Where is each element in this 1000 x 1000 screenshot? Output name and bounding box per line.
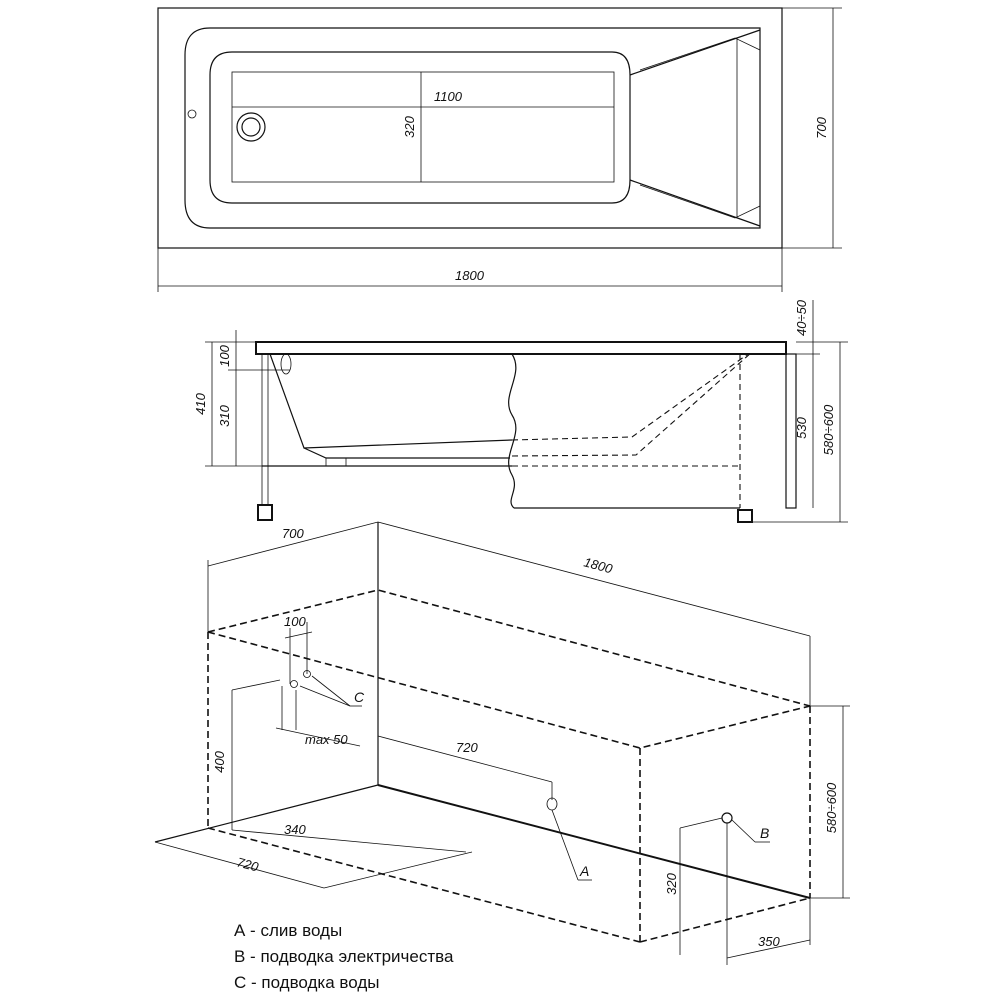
leg-foot-left bbox=[257, 504, 273, 521]
legend-item-c: С - подводка воды bbox=[234, 973, 380, 992]
iso-dim-max50-label: max 50 bbox=[305, 732, 348, 747]
label-a: A bbox=[579, 863, 589, 879]
bathtub-rim-side bbox=[255, 341, 787, 355]
top-view: 1100 320 700 1800 bbox=[157, 7, 842, 292]
dim-530-label: 530 bbox=[794, 416, 809, 438]
dim-width-label: 700 bbox=[814, 116, 829, 138]
break-line bbox=[508, 353, 517, 509]
label-b: B bbox=[760, 825, 769, 841]
dim-410-label: 410 bbox=[193, 392, 208, 414]
drain-outer-circle bbox=[236, 112, 266, 142]
dim-100-label: 100 bbox=[217, 344, 232, 366]
iso-dim-320-label: 320 bbox=[664, 872, 679, 894]
bathtub-basin-outer bbox=[184, 27, 761, 229]
iso-dim-100-label: 100 bbox=[284, 614, 306, 629]
dim-height-label: 580÷600 bbox=[821, 404, 836, 455]
iso-dim-width-label: 700 bbox=[282, 526, 304, 541]
dim-310-label: 310 bbox=[217, 404, 232, 426]
iso-dim-length-label: 1800 bbox=[582, 554, 615, 576]
dim-inner-length-label: 1100 bbox=[434, 89, 463, 104]
isometric-view: 700 1800 100 C max 50 400 720 A 340 bbox=[154, 521, 850, 965]
side-panel bbox=[785, 353, 797, 509]
drain-inner-circle bbox=[241, 117, 261, 137]
bathtub-shell-side bbox=[269, 353, 513, 449]
bathtub-basin-inner bbox=[209, 51, 631, 204]
legend: А - слив воды B - подводка электричества… bbox=[234, 918, 453, 996]
electric-b-symbol bbox=[721, 812, 733, 824]
bathtub-outline-top bbox=[157, 7, 783, 249]
iso-dim-height-label: 580÷600 bbox=[824, 782, 839, 833]
dim-length-label: 1800 bbox=[455, 268, 485, 283]
iso-dim-720-floor-label: 720 bbox=[235, 854, 261, 874]
overflow-mark bbox=[187, 109, 197, 119]
iso-dim-720-drain-label: 720 bbox=[456, 740, 478, 755]
dim-rim-label: 40÷50 bbox=[794, 299, 809, 336]
legend-item-a: А - слив воды bbox=[234, 921, 343, 940]
side-view: 100 310 410 40÷50 530 580÷600 bbox=[193, 299, 848, 523]
iso-dim-400-label: 400 bbox=[212, 750, 227, 772]
dim-inner-width-label: 320 bbox=[402, 115, 417, 137]
bathtub-floor bbox=[231, 71, 615, 183]
leg-foot-right bbox=[737, 509, 753, 523]
legend-item-b: B - подводка электричества bbox=[234, 947, 454, 966]
iso-dim-340-label: 340 bbox=[284, 822, 306, 837]
iso-dim-350-label: 350 bbox=[758, 934, 780, 949]
label-c: C bbox=[354, 689, 365, 705]
